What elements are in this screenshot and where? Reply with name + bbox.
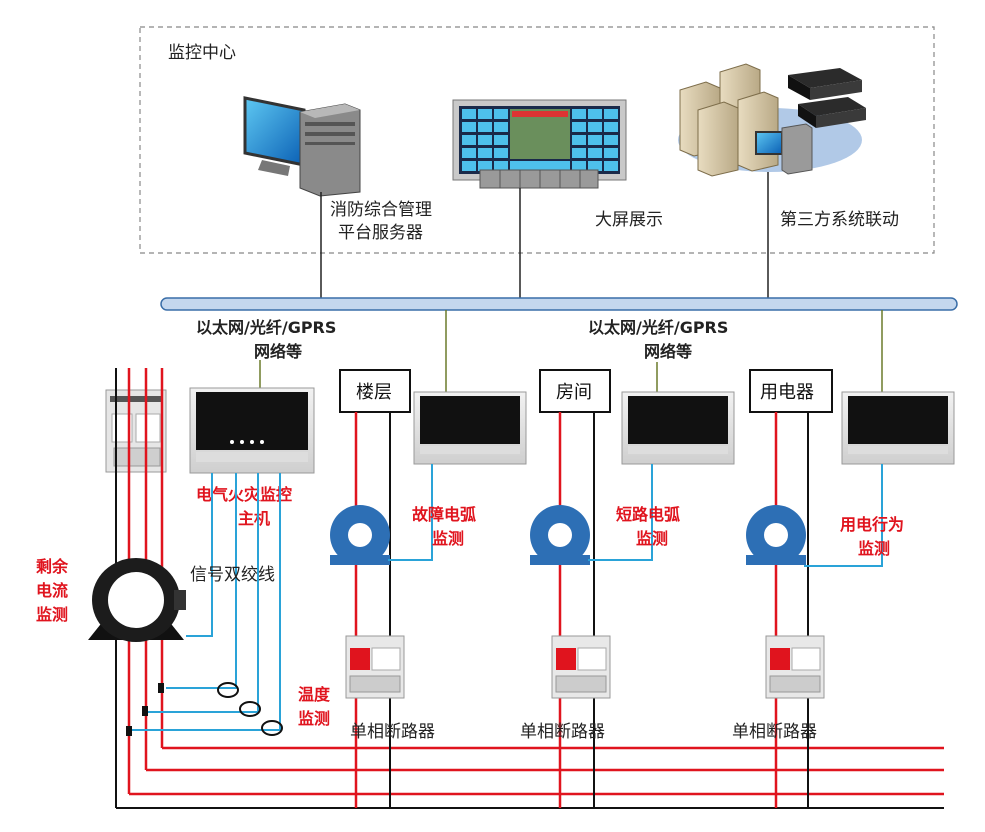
appliance-zone-box xyxy=(749,369,833,413)
arc-fault-ct-icon xyxy=(330,505,390,565)
network-label-left-line2: 网络等 xyxy=(254,342,302,361)
screen-label: 大屏展示 xyxy=(595,210,663,230)
temperature-sensor-icons xyxy=(126,682,283,736)
breaker-3-icon xyxy=(765,635,825,699)
server-computer-icon xyxy=(243,96,361,197)
third-party-servers-icon xyxy=(678,63,866,177)
server-label-line2: 平台服务器 xyxy=(338,223,423,243)
network-label-left-line1: 以太网/光纤/GPRS xyxy=(196,318,336,337)
behavior-label-1: 用电行为 xyxy=(840,515,904,534)
third-party-label: 第三方系统联动 xyxy=(780,210,899,230)
room-zone-label: 房间 xyxy=(556,382,592,403)
appliance-detector-device xyxy=(841,391,955,465)
residual-label-3: 监测 xyxy=(36,605,68,624)
residual-label-1: 剩余 xyxy=(36,557,69,576)
host-label-line2: 主机 xyxy=(238,509,270,528)
temperature-label-2: 监测 xyxy=(298,709,330,728)
short-arc-label-2: 监测 xyxy=(636,529,668,548)
temperature-label-1: 温度 xyxy=(297,685,331,704)
arc-fault-label-1: 故障电弧 xyxy=(412,505,476,524)
monitoring-center-title: 监控中心 xyxy=(168,43,236,63)
network-bus xyxy=(160,297,958,311)
monitoring-center-box xyxy=(139,26,935,254)
host-label-line1: 电气火灾监控 xyxy=(196,485,292,504)
fire-monitor-host-device xyxy=(189,387,315,474)
breaker-3-label: 单相断路器 xyxy=(732,722,817,742)
floor-detector-device xyxy=(413,391,527,465)
bottom-feeder-wires xyxy=(116,746,944,809)
breaker-2-icon xyxy=(551,635,611,699)
room-zone-box xyxy=(539,369,611,413)
residual-current-ct-icon xyxy=(88,558,186,642)
breaker-2-label: 单相断路器 xyxy=(520,722,605,742)
behavior-ct-icon xyxy=(746,505,806,565)
room-detector-device xyxy=(621,391,735,465)
video-wall-icon xyxy=(452,99,627,189)
floor-zone-box xyxy=(339,369,411,413)
breaker-1-label: 单相断路器 xyxy=(350,722,435,742)
short-arc-ct-icon xyxy=(530,505,590,565)
appliance-zone-label: 用电器 xyxy=(760,382,814,403)
signal-line-label: 信号双绞线 xyxy=(190,565,275,585)
floor-zone-label: 楼层 xyxy=(356,382,392,403)
network-label-right-line2: 网络等 xyxy=(644,342,692,361)
behavior-label-2: 监测 xyxy=(858,539,890,558)
network-label-right-line1: 以太网/光纤/GPRS xyxy=(588,318,728,337)
short-arc-label-1: 短路电弧 xyxy=(616,505,680,524)
server-label-line1: 消防综合管理 xyxy=(330,200,432,220)
residual-label-2: 电流 xyxy=(36,581,68,600)
arc-fault-label-2: 监测 xyxy=(432,529,464,548)
breaker-1-icon xyxy=(345,635,405,699)
